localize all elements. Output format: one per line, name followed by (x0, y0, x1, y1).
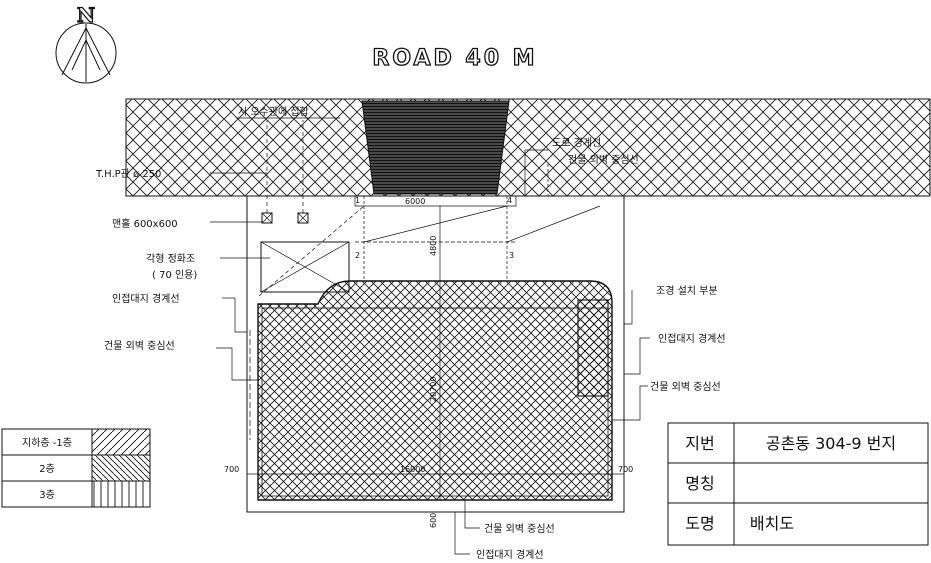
corner-2: 2 (355, 251, 360, 260)
legend-label-3f: 3층 (39, 489, 55, 501)
manhole-label: 맨홀 600x600 (112, 217, 178, 230)
title-row3-label: 도명 (685, 514, 714, 533)
thp-pipe-label: T.H.P관 ø 250 (95, 168, 161, 180)
title-row1-label: 지번 (685, 434, 714, 453)
sewer-lines (210, 117, 340, 213)
legend-label-basement: 지하층 -1층 (22, 436, 72, 449)
adjacent-boundary-right-label: 인접대지 경계선 (658, 332, 726, 345)
title-row3-value: 배치도 (750, 514, 794, 533)
right-offset-dim: 700 (618, 465, 633, 474)
legend-swatch-basement (91, 428, 151, 456)
building-center-top-label: 건물 외벽 중심선 (568, 154, 639, 166)
road-band (125, 98, 931, 197)
title-row2-label: 명칭 (685, 474, 714, 493)
road-width-dim: 6000 (405, 197, 425, 206)
leader-lines (210, 149, 650, 555)
adjacent-boundary-bottom-label: 인접대지 경계선 (476, 548, 544, 561)
building-center-right-label: 건물 외벽 중심선 (650, 381, 721, 393)
legend-swatch-2f (91, 454, 151, 482)
callout-labels: 시 오수관에 접합 T.H.P관 ø 250 도로 경계선 건물 외벽 중심선 … (95, 106, 726, 561)
adjacent-boundary-left-label: 인접대지 경계선 (112, 292, 180, 305)
site-boundary (246, 196, 625, 513)
corner-3: 3 (509, 251, 514, 260)
body-depth-dim: 20700 (429, 377, 438, 402)
legend-label-2f: 2층 (39, 463, 55, 475)
septic-capacity-label: ( 70 인용) (152, 269, 197, 281)
road-label: ROAD 40 M (372, 46, 537, 71)
road-boundary-label: 도로 경계선 (552, 136, 601, 149)
title-row1-value: 공촌동 304-9 번지 (766, 434, 896, 453)
septic-tank-label: 각형 정화조 (146, 253, 195, 265)
septic-tank (260, 241, 350, 293)
dimension-labels: 1 4 2 3 6000 4800 20700 16000 700 700 60… (224, 196, 633, 528)
north-arrow-icon: N (55, 2, 117, 84)
corner-4: 4 (507, 196, 512, 205)
body-width-dim: 16000 (400, 465, 425, 474)
left-offset-dim: 700 (224, 465, 239, 474)
front-depth-dim: 4800 (429, 236, 438, 256)
north-label: N (77, 3, 95, 27)
title-block: 지번 공촌동 304-9 번지 명칭 도명 배치도 (667, 422, 929, 546)
building-center-left-label: 건물 외벽 중심선 (104, 340, 175, 352)
building-footprint (247, 206, 624, 501)
manhole-icon (261, 212, 309, 224)
corner-1: 1 (355, 196, 360, 205)
landscape-label: 조경 설치 부분 (656, 284, 718, 297)
building-center-bottom-label: 건물 외벽 중심선 (484, 523, 555, 535)
sewer-connect-label: 시 오수관에 접합 (238, 106, 309, 118)
bottom-offset-dim: 600 (429, 513, 438, 528)
legend-swatch-3f (91, 480, 151, 508)
legend: 지하층 -1층 2층 3층 (1, 428, 151, 508)
